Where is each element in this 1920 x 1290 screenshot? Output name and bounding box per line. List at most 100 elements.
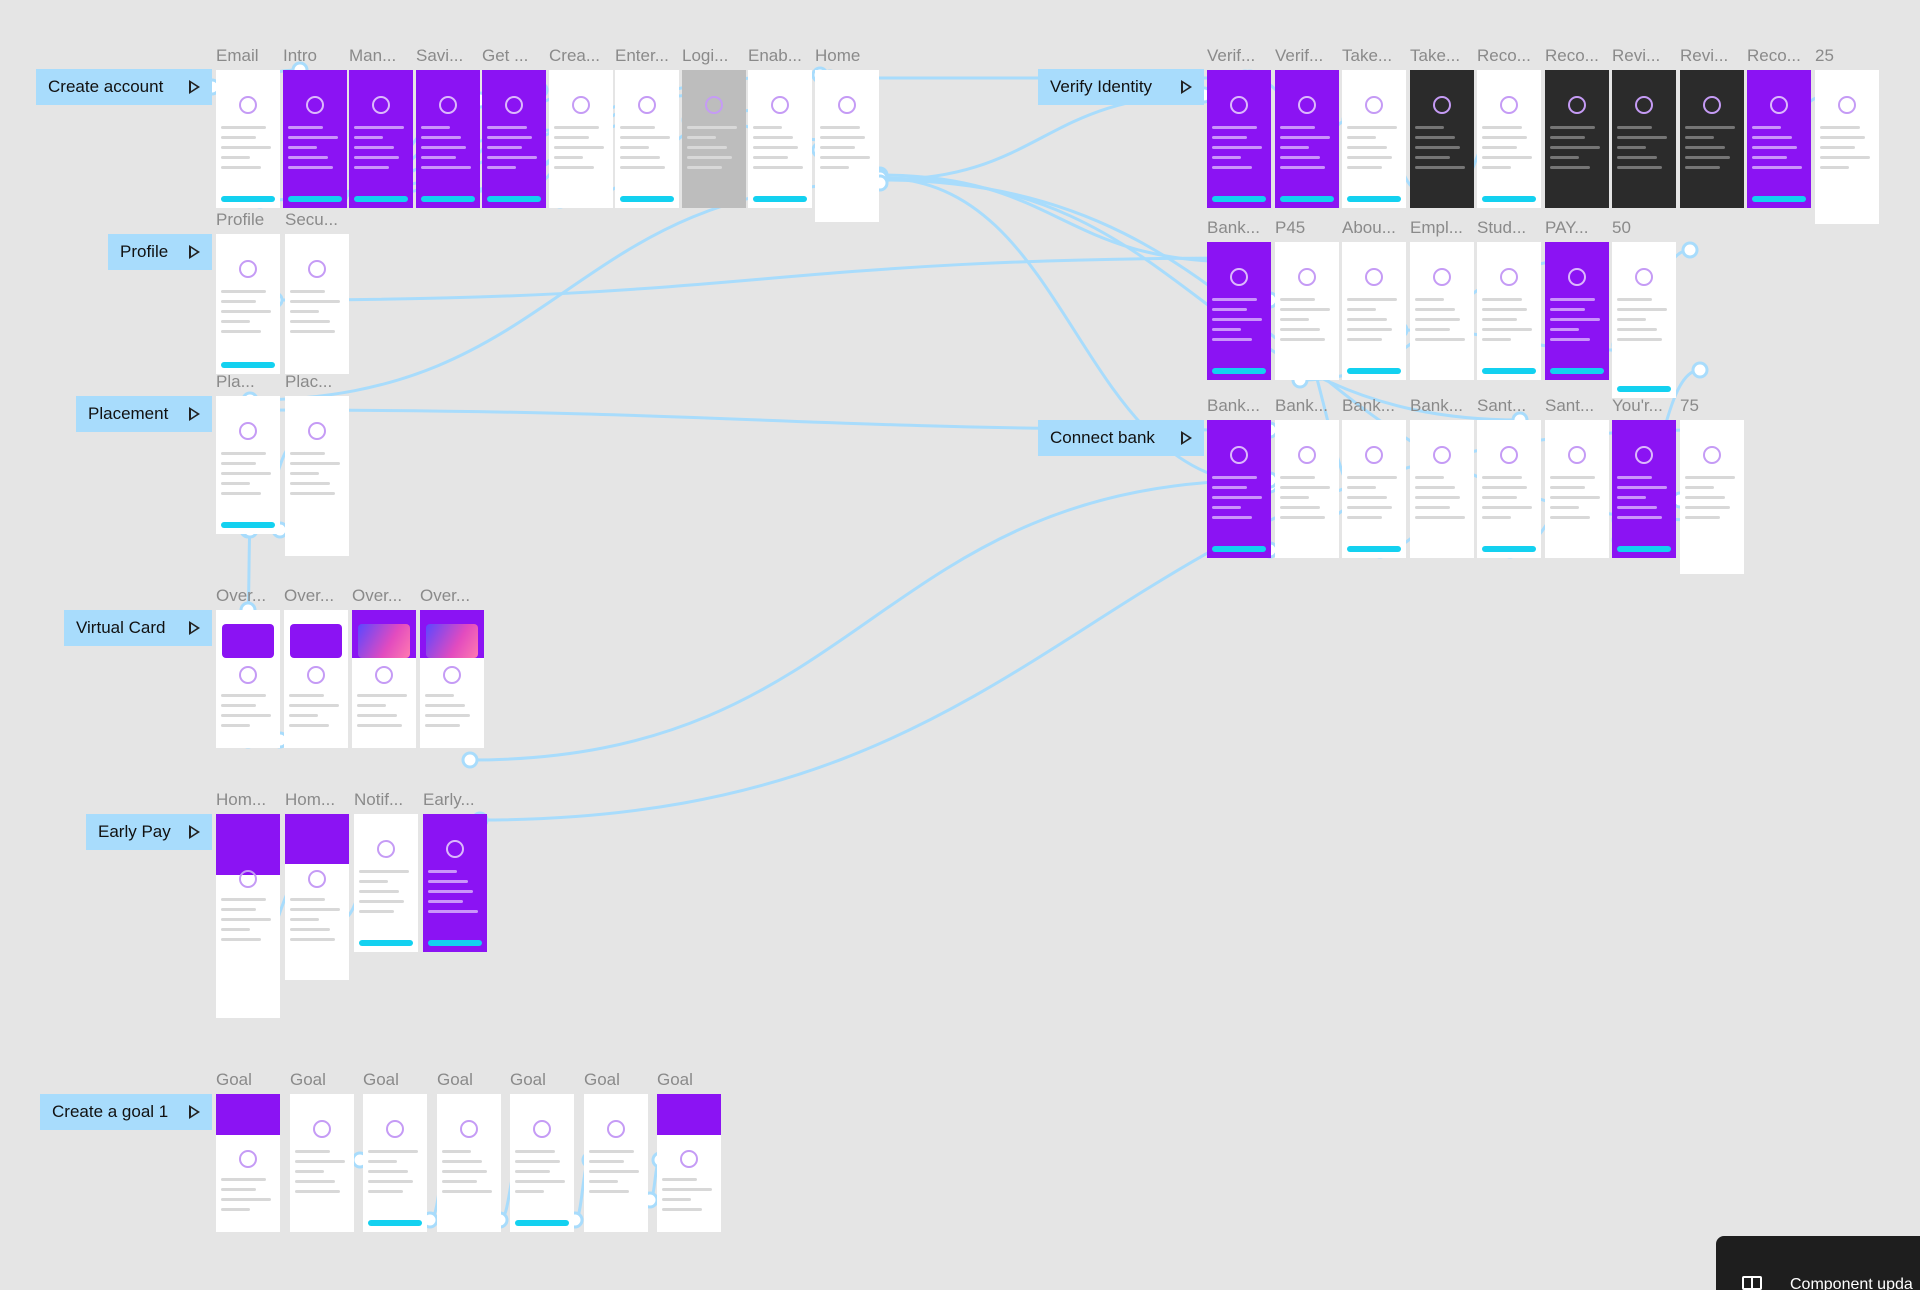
frame-title[interactable]: 75 xyxy=(1680,396,1699,415)
frame-title[interactable]: Bank... xyxy=(1207,396,1260,415)
frame-title[interactable]: Goal xyxy=(510,1070,546,1089)
frame-title[interactable]: Bank... xyxy=(1342,396,1395,415)
connection-node[interactable] xyxy=(1681,241,1699,259)
frame-title[interactable]: Take... xyxy=(1410,46,1461,65)
screen-frame[interactable] xyxy=(1680,420,1744,574)
frame-title[interactable]: Secu... xyxy=(285,210,338,229)
frame-title[interactable]: Home xyxy=(815,46,861,65)
flow-start-create-account[interactable]: Create account xyxy=(36,69,212,105)
screen-frame[interactable] xyxy=(1342,242,1406,380)
frame-title[interactable]: Reco... xyxy=(1545,46,1599,65)
frame-title[interactable]: Early... xyxy=(423,790,475,809)
screen-frame[interactable] xyxy=(1477,70,1541,208)
frame-title[interactable]: Verif... xyxy=(1207,46,1256,65)
screen-frame[interactable] xyxy=(354,814,418,952)
screen-frame[interactable] xyxy=(349,70,413,208)
screen-frame[interactable] xyxy=(615,70,679,208)
screen-frame[interactable] xyxy=(352,610,416,748)
frame-title[interactable]: Abou... xyxy=(1342,218,1396,237)
screen-frame[interactable] xyxy=(748,70,812,208)
flow-start-virtual-card[interactable]: Virtual Card xyxy=(64,610,212,646)
play-icon[interactable] xyxy=(189,245,200,259)
screen-frame[interactable] xyxy=(1207,242,1271,380)
frame-title[interactable]: Enab... xyxy=(748,46,802,65)
screen-frame[interactable] xyxy=(1342,70,1406,208)
frame-title[interactable]: Goal xyxy=(216,1070,252,1089)
play-icon[interactable] xyxy=(189,1105,200,1119)
frame-title[interactable]: Hom... xyxy=(285,790,336,809)
frame-title[interactable]: P45 xyxy=(1275,218,1306,237)
frame-title[interactable]: 50 xyxy=(1612,218,1631,237)
screen-frame[interactable] xyxy=(283,70,347,208)
frame-title[interactable]: Revi... xyxy=(1612,46,1661,65)
screen-frame[interactable] xyxy=(1477,242,1541,380)
frame-title[interactable]: Empl... xyxy=(1410,218,1463,237)
flow-start-placement[interactable]: Placement xyxy=(76,396,212,432)
screen-frame[interactable] xyxy=(216,396,280,534)
screen-frame[interactable] xyxy=(416,70,480,208)
flow-start-early-pay[interactable]: Early Pay xyxy=(86,814,212,850)
screen-frame[interactable] xyxy=(290,1094,354,1232)
screen-frame[interactable] xyxy=(216,814,280,1018)
screen-frame[interactable] xyxy=(1410,70,1474,208)
screen-frame[interactable] xyxy=(1612,242,1676,398)
flow-start-connect-bank[interactable]: Connect bank xyxy=(1038,420,1204,456)
screen-frame[interactable] xyxy=(216,70,280,208)
screen-frame[interactable] xyxy=(284,610,348,748)
frame-title[interactable]: Take... xyxy=(1342,46,1393,65)
frame-title[interactable]: Over... xyxy=(284,586,335,605)
screen-frame[interactable] xyxy=(1545,242,1609,380)
screen-frame[interactable] xyxy=(1342,420,1406,558)
play-icon[interactable] xyxy=(189,825,200,839)
play-icon[interactable] xyxy=(189,407,200,421)
screen-frame[interactable] xyxy=(1410,242,1474,380)
frame-title[interactable]: PAY... xyxy=(1545,218,1589,237)
notification-toast[interactable]: Component upda xyxy=(1716,1236,1920,1290)
frame-title[interactable]: Sant... xyxy=(1545,396,1595,415)
play-icon[interactable] xyxy=(1181,80,1192,94)
prototype-connection[interactable] xyxy=(878,173,1242,264)
frame-title[interactable]: Savi... xyxy=(416,46,464,65)
connection-node[interactable] xyxy=(1691,361,1709,379)
screen-frame[interactable] xyxy=(423,814,487,952)
play-icon[interactable] xyxy=(189,621,200,635)
screen-frame[interactable] xyxy=(1410,420,1474,558)
frame-title[interactable]: Man... xyxy=(349,46,397,65)
screen-frame[interactable] xyxy=(285,234,349,374)
screen-frame[interactable] xyxy=(216,1094,280,1232)
frame-title[interactable]: Goal xyxy=(657,1070,693,1089)
screen-frame[interactable] xyxy=(216,610,280,748)
frame-title[interactable]: Logi... xyxy=(682,46,729,65)
screen-frame[interactable] xyxy=(363,1094,427,1232)
screen-frame[interactable] xyxy=(216,234,280,374)
screen-frame[interactable] xyxy=(1545,420,1609,558)
frame-title[interactable]: Email xyxy=(216,46,259,65)
screen-frame[interactable] xyxy=(285,396,349,556)
frame-title[interactable]: Goal xyxy=(290,1070,326,1089)
frame-title[interactable]: Verif... xyxy=(1275,46,1324,65)
frame-title[interactable]: Bank... xyxy=(1207,218,1260,237)
screen-frame[interactable] xyxy=(1207,420,1271,558)
frame-title[interactable]: Hom... xyxy=(216,790,267,809)
screen-frame[interactable] xyxy=(584,1094,648,1232)
play-icon[interactable] xyxy=(189,80,200,94)
frame-title[interactable]: Over... xyxy=(420,586,471,605)
screen-frame[interactable] xyxy=(420,610,484,748)
frame-title[interactable]: Intro xyxy=(283,46,318,65)
screen-frame[interactable] xyxy=(285,814,349,980)
frame-title[interactable]: Crea... xyxy=(549,46,601,65)
frame-title[interactable]: Reco... xyxy=(1477,46,1531,65)
prototype-connection[interactable] xyxy=(468,478,1272,762)
frame-title[interactable]: Plac... xyxy=(285,372,333,391)
screen-frame[interactable] xyxy=(437,1094,501,1232)
play-icon[interactable] xyxy=(1181,431,1192,445)
frame-title[interactable]: Notif... xyxy=(354,790,404,809)
frame-title[interactable]: Revi... xyxy=(1680,46,1729,65)
screen-frame[interactable] xyxy=(1680,70,1744,208)
screen-frame[interactable] xyxy=(815,70,879,222)
frame-title[interactable]: Goal xyxy=(584,1070,620,1089)
frame-title[interactable]: Bank... xyxy=(1410,396,1463,415)
screen-frame[interactable] xyxy=(1477,420,1541,558)
flow-start-profile[interactable]: Profile xyxy=(108,234,212,270)
